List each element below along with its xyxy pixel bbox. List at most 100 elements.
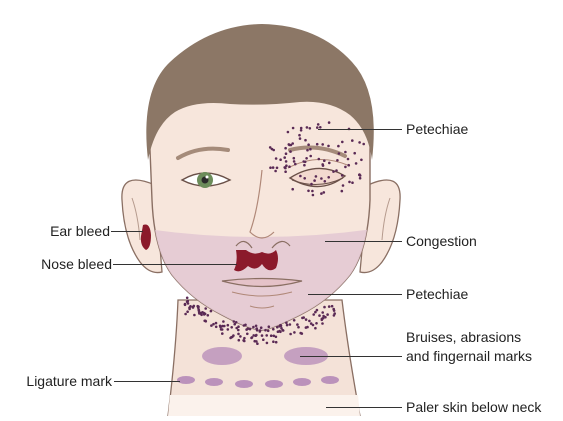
petechia-dot — [285, 160, 288, 163]
label-bruises-line2: and fingernail marks — [406, 348, 532, 365]
petechia-dot — [326, 313, 329, 316]
petechia-dot — [268, 325, 271, 328]
bruise-left — [202, 347, 242, 365]
petechia-dot — [341, 174, 344, 177]
petechia-dot — [328, 305, 331, 308]
leader-bruises — [300, 356, 402, 357]
petechia-dot — [336, 159, 339, 162]
petechia-dot — [303, 177, 306, 180]
petechia-dot — [243, 337, 246, 340]
petechia-dot — [238, 339, 241, 342]
petechia-dot — [260, 326, 263, 329]
label-nose-bleed: Nose bleed — [26, 256, 112, 273]
petechia-dot — [275, 157, 278, 160]
petechia-dot — [312, 313, 315, 316]
petechia-dot — [288, 165, 291, 168]
petechia-dot — [269, 146, 272, 149]
petechia-dot — [237, 333, 240, 336]
petechia-dot — [204, 313, 207, 316]
petechia-dot — [186, 297, 189, 300]
leader-ligature-mark — [114, 381, 180, 382]
petechia-dot — [320, 177, 323, 180]
petechia-dot — [215, 326, 218, 329]
petechia-dot — [305, 157, 308, 160]
petechia-dot — [351, 181, 354, 184]
petechia-dot — [283, 156, 286, 159]
petechia-dot — [314, 327, 317, 330]
petechia-dot — [347, 164, 350, 167]
petechia-dot — [311, 190, 314, 193]
petechia-dot — [210, 324, 213, 327]
petechia-dot — [362, 143, 365, 146]
petechia-dot — [298, 134, 301, 137]
petechia-dot — [279, 158, 282, 161]
petechia-dot — [293, 319, 296, 322]
petechia-dot — [337, 145, 340, 148]
petechia-dot — [230, 326, 233, 329]
petechia-dot — [204, 320, 207, 323]
petechia-dot — [344, 151, 347, 154]
petechia-dot — [318, 158, 321, 161]
petechia-dot — [321, 318, 324, 321]
petechia-dot — [328, 121, 331, 124]
petechia-dot — [264, 329, 267, 332]
petechia-dot — [293, 331, 296, 334]
petechia-dot — [304, 139, 307, 142]
petechia-dot — [274, 170, 277, 173]
petechia-dot — [313, 179, 316, 182]
petechia-dot — [215, 322, 218, 325]
petechia-dot — [232, 334, 235, 337]
petechia-dot — [321, 163, 324, 166]
petechia-dot — [316, 143, 319, 146]
petechia-dot — [347, 158, 350, 161]
petechia-dot — [250, 337, 253, 340]
petechia-dot — [184, 313, 187, 316]
petechia-dot — [285, 164, 288, 167]
petechia-dot — [233, 323, 236, 326]
petechia-dot — [255, 340, 258, 343]
petechia-dot — [288, 143, 291, 146]
petechia-dot — [296, 323, 299, 326]
petechia-dot — [293, 157, 296, 160]
petechia-dot — [292, 127, 295, 130]
petechia-dot — [262, 338, 265, 341]
petechia-dot — [265, 334, 268, 337]
petechia-dot — [348, 181, 351, 184]
leader-paler-skin — [326, 407, 402, 408]
petechia-dot — [269, 166, 272, 169]
petechia-dot — [341, 141, 344, 144]
petechia-dot — [355, 162, 358, 165]
petechia-dot — [333, 312, 336, 315]
petechia-dot — [327, 176, 330, 179]
label-bruises-line1: Bruises, abrasions — [406, 329, 521, 346]
petechia-dot — [222, 320, 225, 323]
petechia-dot — [259, 330, 262, 333]
petechia-dot — [267, 330, 270, 333]
petechia-dot — [335, 169, 338, 172]
petechia-dot — [223, 325, 226, 328]
petechia-dot — [256, 342, 259, 345]
petechia-dot — [309, 127, 312, 130]
petechia-dot — [279, 331, 282, 334]
petechia-dot — [246, 333, 249, 336]
petechia-dot — [332, 170, 335, 173]
petechia-dot — [286, 324, 289, 327]
petechia-dot — [284, 170, 287, 173]
petechia-dot — [188, 308, 191, 311]
petechia-dot — [306, 149, 309, 152]
petechia-dot — [186, 310, 189, 313]
petechia-dot — [184, 303, 187, 306]
petechia-dot — [342, 184, 345, 187]
petechia-dot — [204, 307, 207, 310]
petechia-dot — [278, 325, 281, 328]
petechia-dot — [308, 320, 311, 323]
petechia-dot — [315, 322, 318, 325]
petechia-dot — [198, 312, 201, 315]
label-congestion: Congestion — [406, 233, 477, 250]
petechia-dot — [272, 328, 275, 331]
petechia-dot — [284, 167, 287, 170]
petechia-dot — [243, 324, 246, 327]
petechia-dot — [321, 311, 324, 314]
petechia-dot — [293, 160, 296, 163]
